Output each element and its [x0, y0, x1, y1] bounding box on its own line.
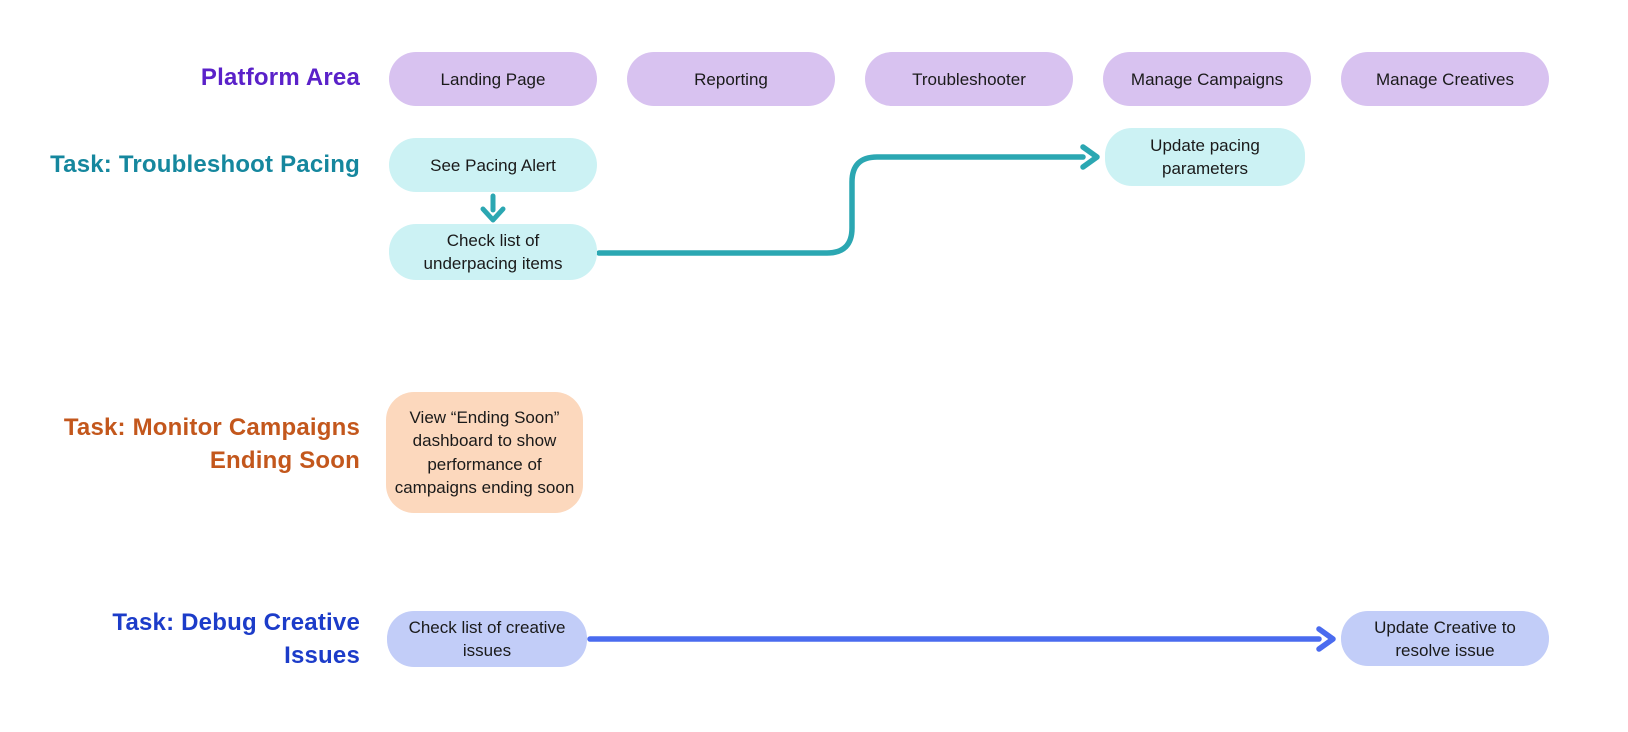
platform-pill-manage-creatives: Manage Creatives	[1341, 52, 1549, 106]
arrow-check-issues-to-update-creative	[587, 626, 1336, 652]
task-troubleshoot-pacing-label: Task: Troubleshoot Pacing	[50, 151, 360, 178]
node-see-pacing-alert: See Pacing Alert	[389, 138, 597, 192]
node-check-underpacing-items: Check list of underpacing items	[389, 224, 597, 280]
platform-pill-manage-campaigns: Manage Campaigns	[1103, 52, 1311, 106]
node-update-creative-resolve: Update Creative to resolve issue	[1341, 611, 1549, 666]
node-update-pacing-parameters: Update pacing parameters	[1105, 128, 1305, 186]
node-view-ending-soon-dashboard: View “Ending Soon” dashboard to show per…	[386, 392, 583, 513]
platform-pill-troubleshooter: Troubleshooter	[865, 52, 1073, 106]
node-check-creative-issues: Check list of creative issues	[387, 611, 587, 667]
platform-pill-landing-page: Landing Page	[389, 52, 597, 106]
task-monitor-campaigns-label: Task: Monitor Campaigns Ending Soon	[63, 414, 360, 474]
arrow-see-alert-to-check-list	[480, 193, 506, 223]
task-debug-creative-label: Task: Debug Creative Issues	[112, 609, 360, 669]
arrow-check-list-to-update-params	[596, 144, 1100, 256]
platform-pill-reporting: Reporting	[627, 52, 835, 106]
platform-area-label: Platform Area	[200, 64, 360, 91]
